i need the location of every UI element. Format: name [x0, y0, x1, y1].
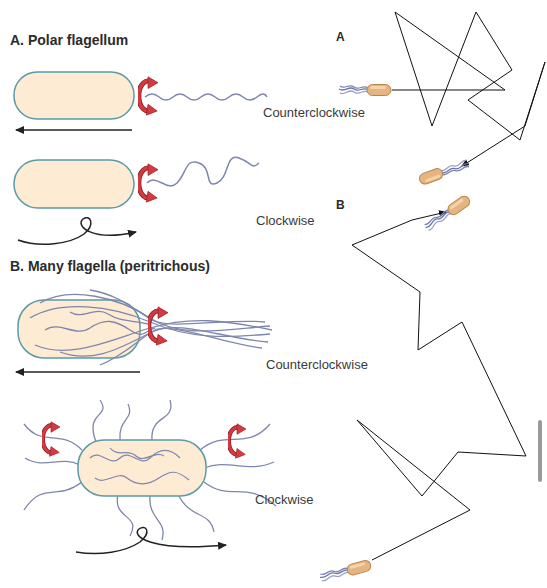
rotation-label: Clockwise — [256, 213, 315, 228]
rotation-label: Counterclockwise — [266, 357, 368, 372]
panel-letter: B — [336, 198, 345, 212]
peritrichous-cw-cell — [24, 400, 276, 554]
scroll-bar — [538, 420, 542, 482]
peritrichous-ccw-cell — [16, 290, 272, 372]
polar-cw-cell — [14, 157, 259, 244]
panel-heading: B. Many flagella (peritrichous) — [10, 258, 210, 274]
panel-letter: A — [336, 30, 345, 44]
panel-heading: A. Polar flagellum — [10, 32, 128, 48]
rotation-label: Counterclockwise — [263, 105, 365, 120]
rotation-label: Clockwise — [255, 492, 314, 507]
swim-path-a — [339, 12, 545, 186]
polar-ccw-cell — [14, 72, 267, 130]
swim-path-b — [319, 194, 526, 583]
